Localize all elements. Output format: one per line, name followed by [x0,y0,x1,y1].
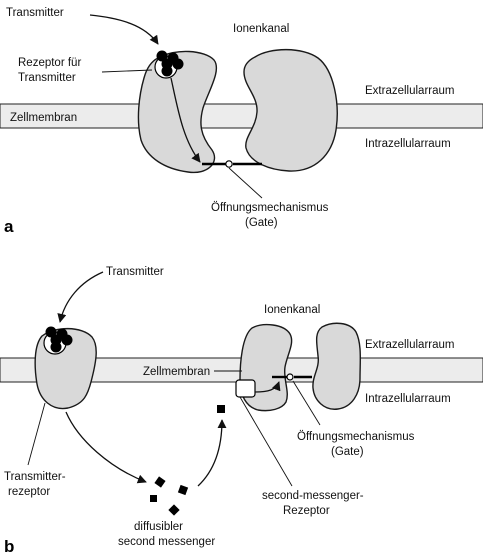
intracellular-label-b: Intrazellularraum [365,393,451,405]
ion-channel-label-a: Ionenkanal [233,23,289,35]
gate-label-a-line1: Öffnungsmechanismus [211,202,329,214]
transmitter-arrow-a [89,14,159,45]
receptor-label-a-line1: Rezeptor für [18,57,81,69]
gate-activation-arrow-b [254,381,281,393]
extracellular-label-a: Extrazellularraum [365,85,454,97]
gate-hinge-a [225,160,233,168]
second-messenger-receptor-b [235,379,256,398]
gate-label-b-line2: (Gate) [331,446,364,458]
intracellular-label-a: Intrazellularraum [365,138,451,150]
second-messenger-molecules [150,405,225,516]
diffusible-messenger-label-b-line1: diffusibler [134,521,183,533]
second-messenger-receptor-label-b-line2: Rezeptor [283,505,330,517]
transmitter-receptor-label-b-line2: rezeptor [8,486,50,498]
cell-membrane-label-a: Zellmembran [10,112,77,124]
second-messenger-receptor-leader-b [239,396,293,487]
panel-a: Transmitter Ionenkanal Rezeptor für Tran… [0,7,483,236]
panel-b: Transmitter Ionenkanal Zellmembran Extra… [0,266,483,556]
membrane-band-a [0,103,483,129]
ion-channel-right-subunit-b [312,322,362,410]
transmitter-molecule-b [45,326,73,353]
ion-channel-left-subunit-a [137,50,218,174]
gate-hinge-b [286,373,294,381]
cell-membrane-label-b: Zellmembran [143,366,210,378]
transmitter-label-b: Transmitter [106,266,164,278]
transmitter-arrow-b [57,271,104,323]
signal-arrow-a [170,77,201,163]
panel-letter-b: b [4,537,14,556]
transmitter-receptor-label-b-line1: Transmitter- [4,471,66,483]
ion-channel-right-subunit-a [243,48,338,172]
gate-label-a-line2: (Gate) [245,217,278,229]
ion-channel-label-b: Ionenkanal [264,304,320,316]
messenger-release-arrow-b [65,411,147,484]
panel-letter-a: a [4,217,14,236]
gate-leader-b [292,380,321,426]
gate-leader-a [228,167,263,199]
ion-channel-left-subunit-b [239,323,293,412]
diffusible-messenger-label-b-line2: second messenger [118,536,215,548]
gate-label-b-line1: Öffnungsmechanismus [297,431,415,443]
messenger-diffusion-arrow-b [197,419,227,487]
receptor-label-a-line2: Transmitter [18,72,76,84]
transmitter-receptor-leader-b [27,402,46,466]
transmitter-label-a: Transmitter [6,7,64,19]
extracellular-label-b: Extrazellularraum [365,339,454,351]
second-messenger-receptor-label-b-line1: second-messenger- [262,490,364,502]
receptor-leader-a [101,69,153,73]
transmitter-molecule-a [156,50,184,77]
